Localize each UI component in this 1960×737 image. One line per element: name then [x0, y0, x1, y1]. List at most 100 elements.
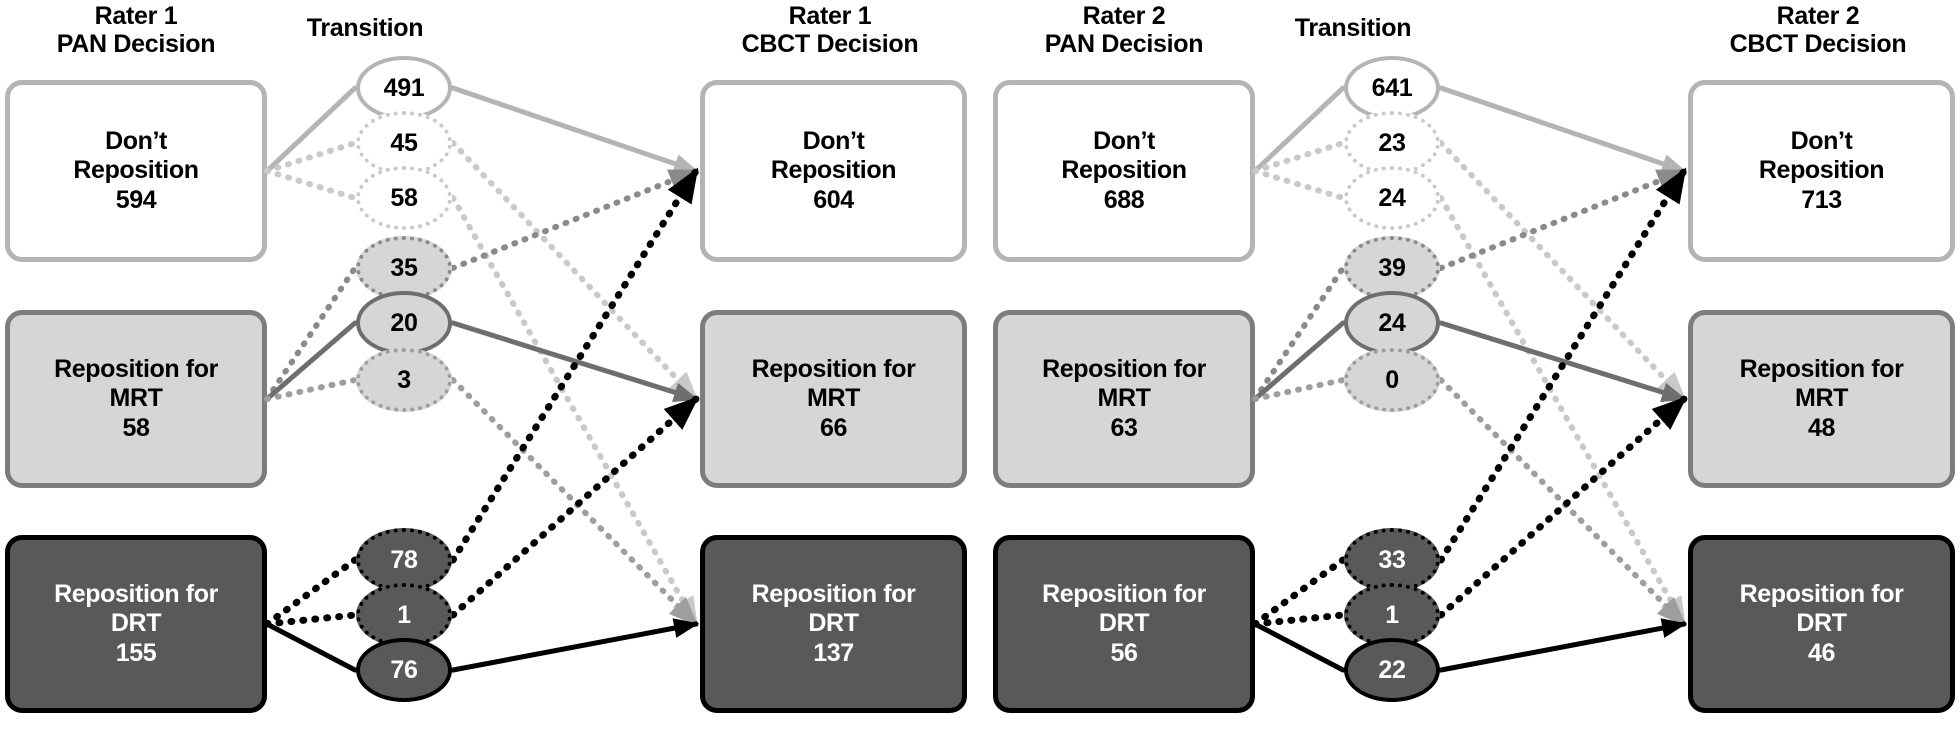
node-label: Reposition for: [54, 355, 218, 384]
transition-value: 3: [397, 365, 411, 394]
transition-ellipse[interactable]: 24: [1344, 166, 1440, 230]
connector-in: [1252, 85, 1346, 174]
connector-out: [1438, 168, 1688, 271]
transition-value: 0: [1385, 365, 1399, 394]
transition-ellipse[interactable]: 0: [1344, 348, 1440, 412]
transition-value: 22: [1378, 655, 1406, 684]
connector-in: [263, 611, 359, 628]
transition-value: 23: [1378, 128, 1406, 157]
header-line: Transition: [1294, 14, 1412, 42]
transition-value: 641: [1371, 73, 1413, 102]
connector-layer: [263, 85, 700, 673]
header-line: Rater 1: [788, 2, 872, 30]
node-label: Reposition: [1061, 156, 1187, 185]
connector-out: [1437, 167, 1688, 564]
node-count: 56: [1110, 638, 1138, 667]
connector-out: [1438, 377, 1687, 627]
node-count: 63: [1110, 413, 1138, 442]
header-line: Rater 2: [1082, 2, 1166, 30]
node-count: 46: [1807, 638, 1835, 667]
node-label: MRT: [807, 384, 860, 413]
connector-in: [1252, 377, 1346, 402]
column-header-transition: Transition: [1238, 14, 1468, 42]
transition-value: 78: [390, 545, 418, 574]
connector-layer: [1251, 85, 1688, 673]
node-count: 713: [1801, 185, 1842, 214]
node-count: 137: [813, 638, 854, 667]
connector-out: [450, 85, 699, 174]
header-line: Transition: [306, 14, 424, 42]
connector-out: [449, 395, 700, 619]
transition-ellipse[interactable]: 24: [1344, 291, 1440, 355]
transition-value: 24: [1378, 183, 1406, 212]
transition-ellipse[interactable]: 1: [356, 583, 452, 647]
node-count: 688: [1103, 185, 1145, 214]
node-label: DRT: [110, 609, 162, 638]
transition-value: 33: [1378, 545, 1406, 574]
node-label: Reposition for: [751, 355, 916, 384]
node-label: Reposition for: [1042, 580, 1206, 609]
transition-ellipse[interactable]: 3: [356, 348, 452, 412]
connector-out: [1438, 85, 1687, 174]
connector-in: [1251, 611, 1347, 628]
transition-value: 39: [1378, 253, 1406, 282]
transition-value: 1: [397, 600, 411, 629]
node-count: 58: [122, 413, 150, 442]
node-label: Don’t: [1093, 127, 1155, 156]
node-label: Reposition for: [1739, 355, 1904, 384]
node-label: Don’t: [802, 127, 865, 156]
connector-in: [1252, 621, 1346, 673]
node-count: 66: [819, 413, 847, 442]
node-label: Reposition: [770, 156, 897, 185]
node-count: 48: [1807, 413, 1835, 442]
node-label: Reposition: [1758, 156, 1885, 185]
connector-in: [264, 85, 358, 174]
header-line: Rater 1: [94, 2, 178, 30]
connector-out: [1438, 618, 1687, 673]
connector-in: [264, 168, 358, 201]
transition-ellipse[interactable]: 39: [1344, 236, 1440, 300]
node-label: MRT: [1795, 384, 1848, 413]
transition-ellipse[interactable]: 20: [356, 291, 452, 355]
connector-out: [1437, 395, 1688, 619]
connector-in: [1252, 265, 1346, 402]
connector-in: [1252, 140, 1346, 174]
header-line: PAN Decision: [56, 30, 216, 58]
connector-in: [264, 265, 358, 402]
transition-ellipse[interactable]: 22: [1344, 638, 1440, 702]
connector-out: [450, 140, 699, 402]
transition-ellipse[interactable]: 1: [1344, 583, 1440, 647]
connector-in: [1252, 320, 1346, 402]
connector-in: [264, 140, 358, 174]
connector-out: [450, 618, 699, 673]
connector-in: [264, 320, 358, 402]
node-label: Reposition for: [54, 580, 218, 609]
connector-out: [1438, 195, 1687, 628]
transition-value: 24: [1378, 308, 1406, 337]
node-count: 155: [115, 638, 157, 667]
connector-in: [264, 377, 358, 402]
node-label: Don’t: [1790, 127, 1853, 156]
transition-ellipse[interactable]: 76: [356, 638, 452, 702]
transition-value: 76: [390, 655, 418, 684]
connector-out: [449, 167, 700, 564]
connector-out: [1438, 320, 1687, 402]
transition-ellipse[interactable]: 58: [356, 166, 452, 230]
transition-value: 35: [390, 253, 418, 282]
transition-value: 45: [390, 128, 418, 157]
node-label: Reposition for: [1739, 580, 1904, 609]
